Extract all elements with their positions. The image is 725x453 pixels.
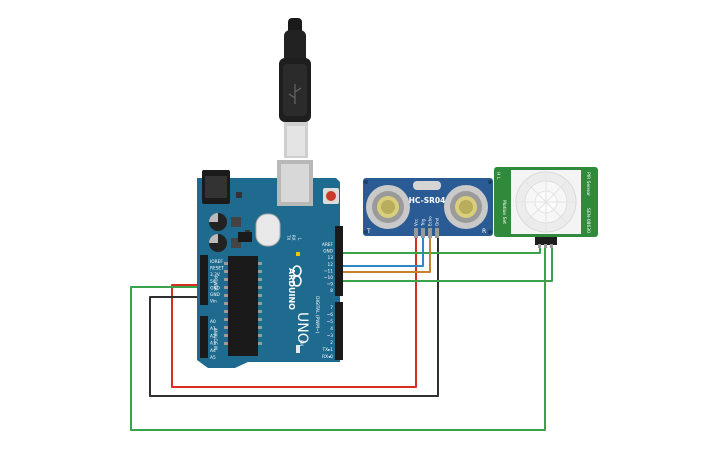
power-pin-label-6: Vin [210, 299, 217, 305]
analog-label: ANALOG IN [213, 328, 218, 350]
analog-pin-label-3: A3 [210, 341, 216, 347]
ultrasonic-model: HC-SR04 [409, 196, 446, 205]
pir-connector [535, 237, 557, 245]
side-t-label: T [366, 228, 371, 235]
power-pin-label-1: RESET [210, 266, 224, 272]
digital-pin-label-bottom-2: ~5 [327, 319, 334, 325]
pir-dome-icon [515, 171, 577, 233]
digital-pin-label-top-5: ~10 [324, 275, 333, 281]
pir-right-text: PIR Sensor [585, 172, 591, 196]
pir-sensor[interactable]: Motion Set H L PIR Sensor SEN-08630 [494, 167, 598, 248]
power-pin-label-0: IOREF [210, 259, 223, 265]
digital-header-top [335, 226, 343, 296]
wire-echo-orange[interactable] [343, 237, 431, 273]
digital-pin-label-top-0: AREF [322, 242, 334, 248]
digital-pin-label-top-6: ~9 [327, 282, 334, 288]
crystal [255, 213, 281, 247]
pir-left-text2: H L [495, 172, 501, 180]
tx-label: TX [286, 234, 291, 240]
ultrasonic-pin-label-1: Trig [421, 218, 426, 227]
analog-header [200, 316, 208, 358]
power-label: POWER [213, 276, 218, 291]
analog-pin-label-4: A4 [210, 348, 216, 354]
analog-pin-label-5: A5 [210, 355, 216, 361]
digital-label: DIGITAL (PWM~) [314, 296, 320, 334]
wire-gnd-black[interactable] [149, 237, 439, 397]
digital-pin-label-bottom-6: TX▸1 [322, 347, 334, 353]
power-pin-label-3: 5V [210, 279, 216, 285]
wires [130, 237, 553, 431]
digital-pin-label-top-2: 13 [328, 255, 334, 261]
power-header [200, 255, 208, 305]
digital-header-bottom [335, 302, 343, 360]
ultrasonic-pin-label-3: Gnd [435, 217, 440, 226]
usb-cable-icon [279, 18, 311, 158]
digital-pin-label-bottom-0: 7 [330, 305, 333, 311]
digital-pin-label-bottom-3: 4 [330, 326, 333, 332]
digital-pin-label-top-1: GND [323, 249, 334, 255]
ultrasonic-eye-icon [366, 185, 410, 229]
side-r-label: R [482, 228, 486, 235]
digital-pin-label-bottom-7: RX◂0 [322, 354, 333, 360]
ultrasonic-pin-label-0: Vcc [414, 219, 419, 226]
wire-gnd-green[interactable] [130, 246, 546, 431]
wire-pir-signal-green[interactable] [343, 246, 553, 282]
arduino-model: UNO [294, 312, 310, 344]
pir-right-text2: SEN-08630 [585, 208, 591, 233]
digital-pin-label-bottom-1: ~6 [327, 312, 334, 318]
power-pin-label-4: GND [210, 285, 221, 291]
arduino-board[interactable]: ARDUINO UNO DIGITAL (PWM~) POWER ANALOG … [197, 160, 343, 368]
analog-pin-label-2: A2 [210, 333, 216, 339]
arduino-brand: ARDUINO [287, 268, 296, 310]
digital-pin-label-bottom-4: ~3 [327, 333, 334, 339]
ultrasonic-eye-icon [444, 185, 488, 229]
digital-pin-label-top-4: ~11 [324, 268, 333, 274]
crystal-oscillator [413, 181, 441, 190]
wire-trig-blue[interactable] [343, 237, 424, 267]
on-label: ON [299, 340, 304, 346]
digital-pin-label-bottom-5: 2 [330, 340, 333, 346]
power-pin-label-2: 3.3V [210, 272, 220, 278]
digital-pin-label-top-3: 12 [328, 262, 334, 268]
wire-pir-green-top[interactable] [343, 246, 541, 254]
rx-label: RX [291, 235, 296, 241]
ultrasonic-pin-label-2: Echo [428, 216, 433, 226]
atmega-chip [228, 256, 258, 356]
pir-left-text: Motion Set [501, 200, 507, 224]
l-label: L [297, 238, 302, 241]
analog-pin-label-0: A0 [210, 319, 216, 325]
analog-pin-label-1: A1 [210, 326, 216, 332]
wire-5v-red[interactable] [171, 237, 417, 388]
power-pin-label-5: GND [210, 292, 221, 298]
digital-pin-label-top-7: 8 [330, 288, 333, 294]
arduino-infinity-logo [292, 265, 302, 287]
